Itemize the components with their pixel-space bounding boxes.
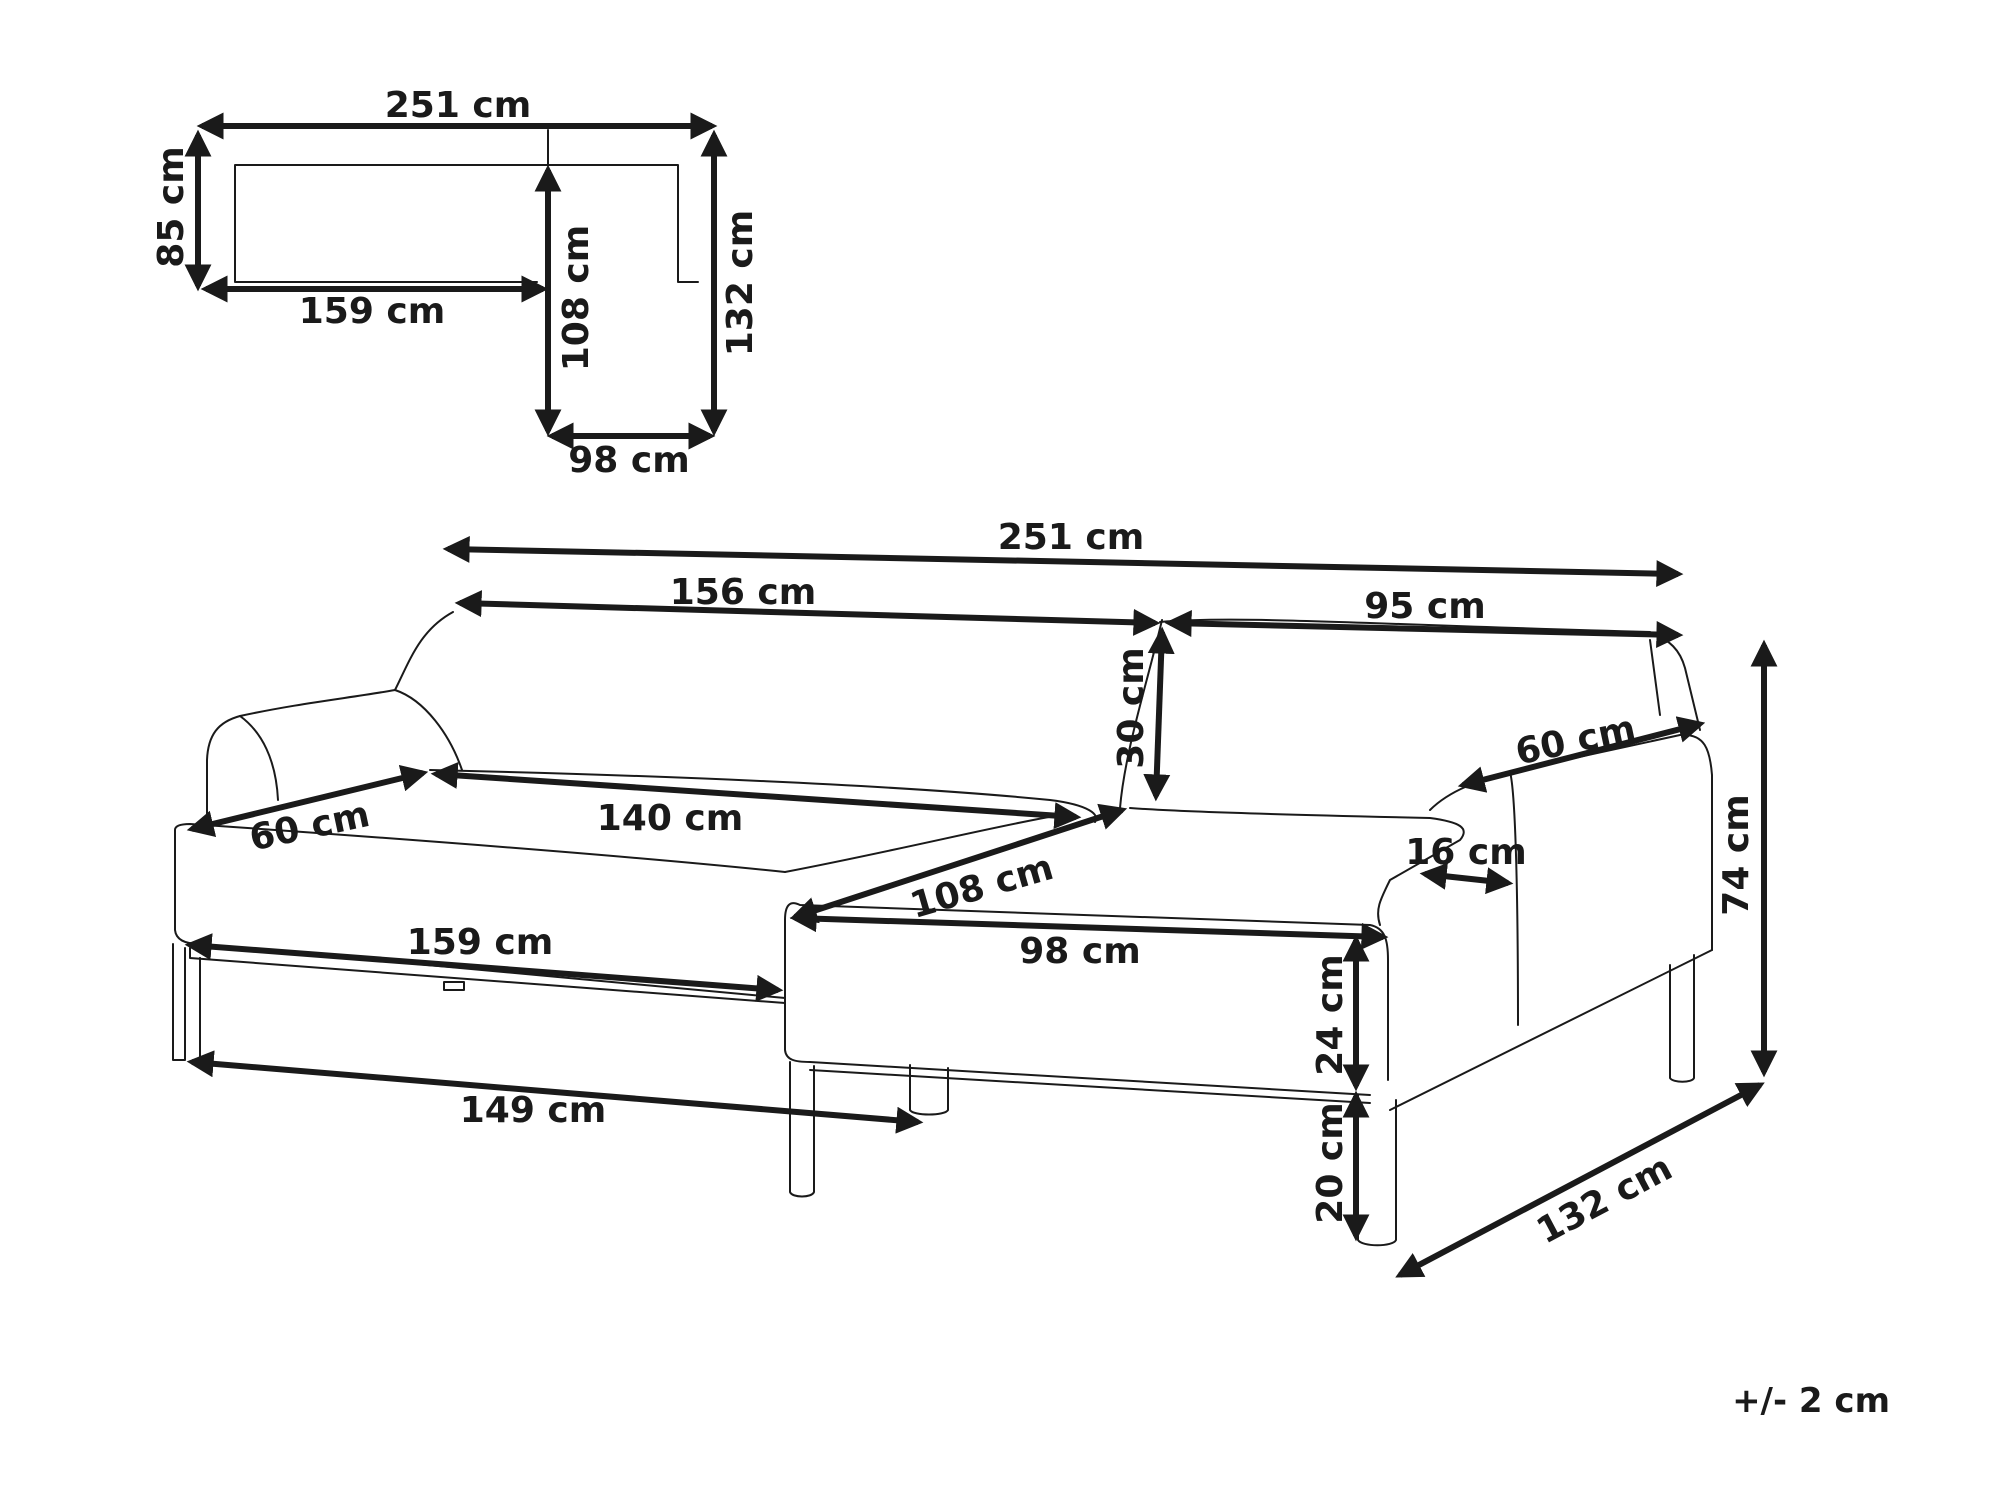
dim-chaise-back-arrow (1164, 610, 1684, 648)
plan-label-depth: 85 cm (151, 146, 192, 267)
dim-back-height-arrow (1143, 626, 1175, 802)
plan-view: 251 cm 85 cm 132 cm 108 cm 159 cm 98 cm (151, 85, 761, 481)
chaise-leg-back (1669, 954, 1695, 1083)
dim-chaise-width-arrow (789, 905, 1389, 950)
plan-label-sofa-section: 159 cm (299, 291, 446, 332)
label-armrest-right: 60 cm (1512, 708, 1639, 773)
label-armrest-left: 60 cm (246, 794, 373, 859)
plan-label-total-width: 251 cm (385, 85, 532, 126)
hidden-leg (909, 1064, 949, 1116)
label-total-height: 74 cm (1716, 794, 1757, 915)
label-chaise-back: 95 cm (1364, 586, 1485, 627)
dim-chaise-inner-arrow (789, 803, 1128, 924)
chaise-leg-front-left (789, 1061, 815, 1198)
dim-armrest-thickness-arrow (1419, 862, 1514, 895)
dim-total-width-arrow (442, 535, 1684, 588)
plan-label-inner-length: 108 cm (556, 225, 597, 372)
dim-base-width-arrow (186, 1050, 924, 1134)
chaise-leg-front-right (1357, 1094, 1397, 1247)
left-armrest (206, 689, 463, 819)
tolerance-note: +/- 2 cm (1732, 1381, 1890, 1421)
left-leg (172, 943, 201, 1061)
label-back-height: 30 cm (1111, 647, 1152, 768)
dim-armrest-right-arrow (1457, 716, 1706, 793)
plan-label-chaise-width: 98 cm (568, 440, 689, 481)
label-sofa-back: 156 cm (670, 572, 817, 613)
dim-sofa-section-arrow (184, 933, 784, 1002)
label-base-width: 149 cm (460, 1090, 607, 1131)
label-chaise-width: 98 cm (1019, 931, 1140, 972)
label-chaise-length: 132 cm (1530, 1147, 1679, 1252)
dim-sofa-back-arrow (454, 590, 1161, 636)
chaise-base (809, 949, 1713, 1111)
label-armrest-thickness: 16 cm (1405, 832, 1526, 873)
label-sofa-section: 159 cm (407, 922, 554, 963)
label-total-width: 251 cm (998, 517, 1145, 558)
dim-chaise-length-arrow (1395, 1082, 1765, 1278)
plan-outline (234, 164, 699, 283)
sofa-outline (172, 611, 1713, 1247)
label-leg-height: 20 cm (1310, 1102, 1351, 1223)
label-seat-width: 140 cm (597, 798, 744, 839)
plan-label-chaise-length: 132 cm (720, 210, 761, 357)
label-seat-height: 24 cm (1310, 954, 1351, 1075)
front-dimensions: 251 cm 156 cm 95 cm 30 cm 60 cm 140 cm 6… (184, 517, 1778, 1278)
dim-armrest-left-arrow (186, 764, 429, 838)
